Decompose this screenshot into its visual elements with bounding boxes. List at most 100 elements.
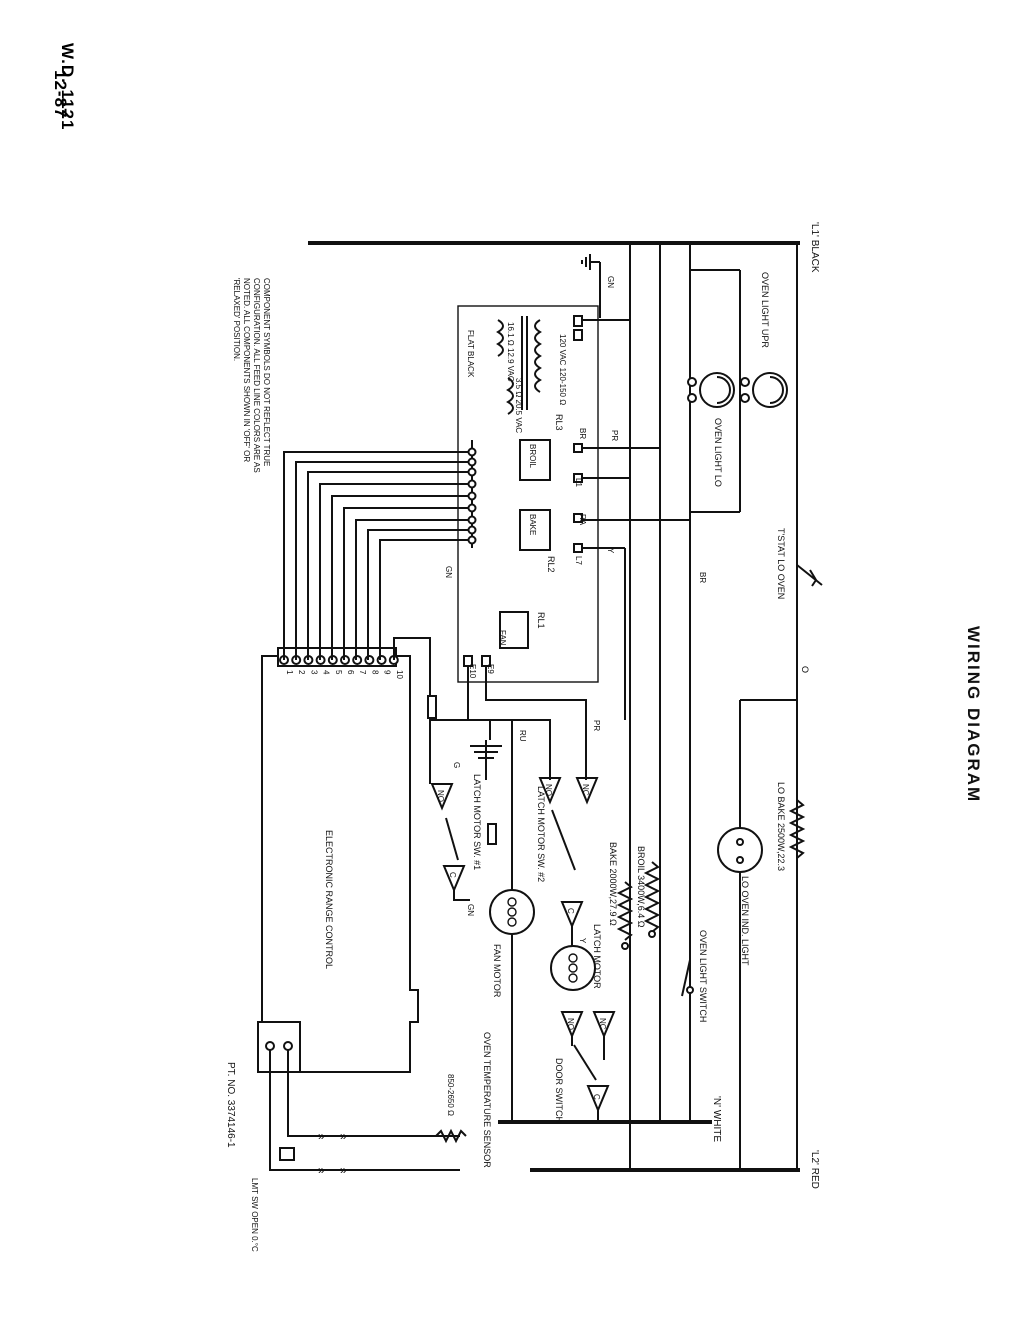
board-terminal <box>467 467 477 477</box>
oven-light-switch: OVEN LIGHT SWITCH <box>681 930 708 1022</box>
wire-br-label: BR <box>578 428 587 439</box>
wire-l1-label: L1 <box>574 478 583 487</box>
relay-rl1-fan: FAN RL1 <box>463 611 546 667</box>
door-switch-label: DOOR SWITCH <box>554 1058 564 1123</box>
lo-oven-indicator-light: LO OVEN IND. LIGHT <box>717 699 797 1170</box>
oven-light-upper: OVEN LIGHT UPR <box>740 272 788 408</box>
broil-label: BROIL 3400W,6.4 Ω <box>636 846 646 928</box>
oven-light-lower-label: OVEN LIGHT LO <box>713 418 723 487</box>
sensor-label: OVEN TEMPERATURE SENSOR <box>482 1032 492 1168</box>
door-switch: NC NO C DOOR SWITCH <box>554 1011 616 1123</box>
board-terminal <box>467 525 477 535</box>
tstat-lo-oven: T'STAT LO OVEN O <box>776 528 823 673</box>
bake-relay-label: BAKE <box>528 514 537 535</box>
board-terminals <box>467 447 477 545</box>
board-terminal <box>467 515 477 525</box>
bake-label: BAKE 2000W,27.9 Ω <box>608 842 618 926</box>
bus-neutral-label: 'N' WHITE <box>711 1096 722 1142</box>
latch-motor: LATCH MOTOR <box>550 924 602 991</box>
latch-sw2-label: LATCH MOTOR SW. #2 <box>536 786 546 882</box>
board-terminal <box>467 457 477 467</box>
latch-motor-switch-2: NC NO C LATCH MOTOR SW. #2 <box>536 777 599 929</box>
wire-l7-label: L7 <box>574 556 583 565</box>
fan-relay-label: FAN <box>498 630 507 646</box>
wire-y2-label: Y <box>578 938 587 944</box>
ground-symbol: GN <box>581 254 615 318</box>
board-terminal <box>467 447 477 457</box>
bus-l1-label: 'L1' BLACK <box>809 222 820 273</box>
signal-wiring <box>427 319 690 1122</box>
bus-l1: 'L1' BLACK <box>308 222 820 273</box>
xfmr-primary-label: 120 VAC 120-150 Ω <box>558 334 567 405</box>
connector-pin-number: 10 <box>395 670 404 679</box>
broil-element: BROIL 3400W,6.4 Ω <box>636 846 661 938</box>
connector-pin-number: 4 <box>322 670 331 675</box>
wire-y-label: Y <box>606 548 615 554</box>
connector-pin-number: 7 <box>358 670 367 675</box>
oven-light-upper-label: OVEN LIGHT UPR <box>760 272 770 348</box>
connector-pin-number: 9 <box>383 670 392 675</box>
xfmr-sec1-label: 16.1 Ω 12.9 VAC <box>506 322 515 382</box>
erc-label: ELECTRONIC RANGE CONTROL <box>324 830 334 969</box>
sw2-nc: NC <box>581 784 590 796</box>
wire-ru-label: RU <box>518 730 527 742</box>
relay-rl2-bake: BAKE RL2 <box>519 509 626 720</box>
connector-pin <box>376 655 387 665</box>
board-terminal <box>467 535 477 545</box>
bus-l2: 'L2' RED <box>530 1150 820 1189</box>
transformer: 120 VAC 120-150 Ω 16.1 Ω 12.9 VAC 3.5 Ω … <box>466 315 583 433</box>
wire-e10-label: E10 <box>468 664 477 679</box>
sensor-arrow-2: » <box>340 1129 347 1143</box>
gn-ground-label: GN <box>606 276 615 288</box>
lo-oven-ind-label: LO OVEN IND. LIGHT <box>740 876 750 966</box>
xfmr-sec2-label: 3.5 Ω 20.5 VAC <box>514 378 523 433</box>
connector-pin-number: 6 <box>346 670 355 675</box>
flat-black-label: FLAT BLACK <box>466 330 475 378</box>
connector-pin-number: 3 <box>309 670 318 675</box>
sensor-arrow-1: » <box>318 1129 325 1143</box>
gn-label-sw1: GN <box>466 904 475 916</box>
oven-light-lower: OVEN LIGHT LO <box>687 372 735 487</box>
rl3-label: RL3 <box>554 414 564 431</box>
board-terminal <box>467 479 477 489</box>
sw2-c: C <box>566 908 575 914</box>
rl2-label: RL2 <box>546 556 556 573</box>
oven-light-switch-label: OVEN LIGHT SWITCH <box>698 930 708 1022</box>
connector-pin-number: 5 <box>334 670 343 675</box>
door-c: C <box>592 1094 601 1100</box>
connector-pin-number: 1 <box>285 670 294 675</box>
ribbon-wiring <box>283 451 468 760</box>
fan-motor: FAN MOTOR <box>489 720 535 1122</box>
bus-l2-label: 'L2' RED <box>809 1150 820 1189</box>
part-number: PT. NO. 3374146-1 <box>225 1062 236 1148</box>
note-line-3: NOTED. ALL COMPONENTS SHOWN IN 'OFF' OR <box>242 278 251 462</box>
lo-bake-label: LO BAKE 2500W,22.3 <box>776 782 786 871</box>
connector-pin-number: 8 <box>370 670 379 675</box>
lo-bake-element: LO BAKE 2500W,22.3 <box>776 782 806 871</box>
door-nc: NC <box>598 1018 607 1030</box>
bake-element: BAKE 2000W,27.9 Ω <box>608 842 634 950</box>
wire-o-label: O <box>800 666 810 673</box>
latch-motor-label: LATCH MOTOR <box>592 924 602 989</box>
latch-sw1-label: LATCH MOTOR SW. #1 <box>472 774 482 870</box>
fan-motor-label: FAN MOTOR <box>492 944 502 998</box>
board-terminal <box>467 503 477 513</box>
electronic-range-control: ELECTRONIC RANGE CONTROL <box>257 647 419 1073</box>
wire-g2-label: G <box>452 762 461 768</box>
diagram-note: COMPONENT SYMBOLS DO NOT REFLECT TRUE CO… <box>232 278 271 473</box>
sensor-res-label: 850-2650 Ω <box>446 1074 455 1116</box>
sw2-no: NO <box>544 784 553 796</box>
rl1-label: RL1 <box>536 612 546 629</box>
tstat-label: T'STAT LO OVEN <box>776 528 786 599</box>
door-no: NO <box>566 1018 575 1030</box>
note-line-2: CONFIGURATION. ALL FEED LINE COLORS ARE … <box>252 278 261 473</box>
connector-pin <box>364 655 375 665</box>
wire-br2-label: BR <box>698 572 707 583</box>
lmt-sw-label: LMT SW OPEN 0.°C <box>250 1178 259 1252</box>
wire-pr-label: PR <box>610 430 619 441</box>
connector-pin-number: 2 <box>297 670 306 675</box>
broil-relay-label: BROIL <box>528 444 537 469</box>
wire-pr2-label: PR <box>592 720 601 731</box>
